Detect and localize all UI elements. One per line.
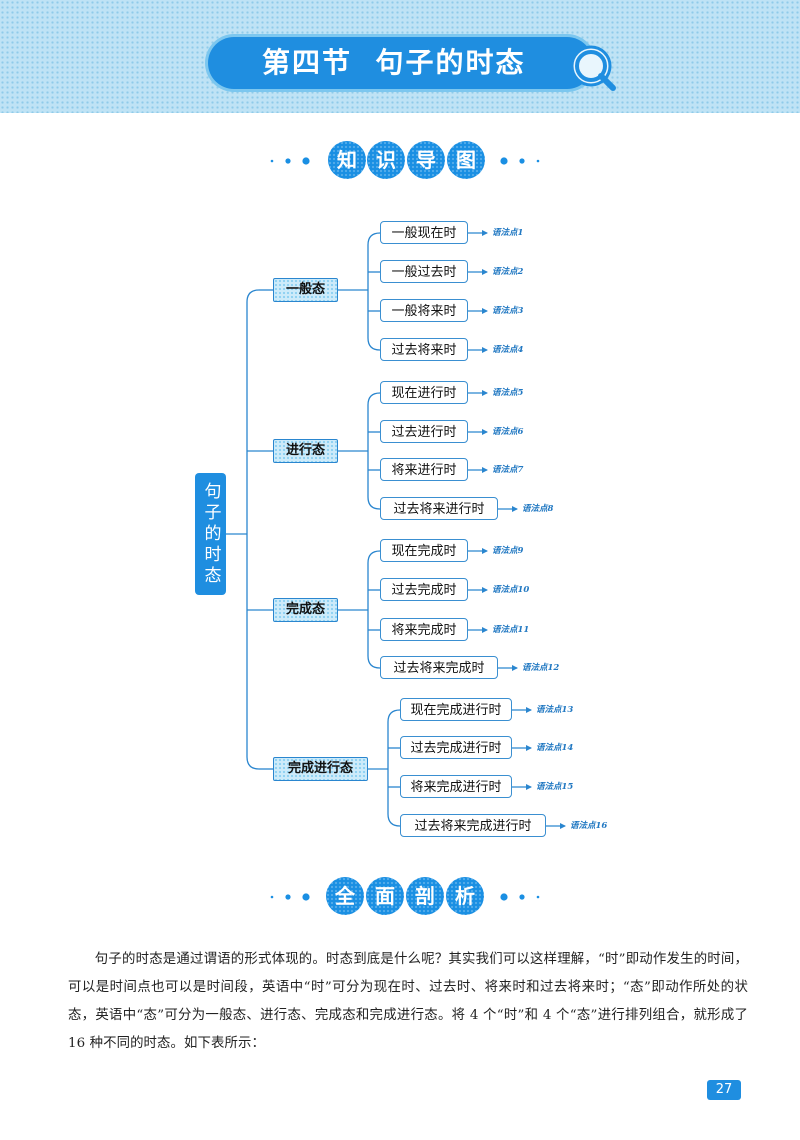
leaf-tense: 过去进行时 bbox=[380, 420, 468, 443]
leaf-tense: 一般过去时 bbox=[380, 260, 468, 283]
page-title: 第四节 句子的时态 bbox=[262, 46, 526, 79]
branch-progressive: 进行态 bbox=[273, 439, 338, 463]
grammar-point-ref: 语法点13 bbox=[536, 705, 574, 715]
decor-dots-left bbox=[270, 893, 310, 901]
leaf-tense: 过去完成进行时 bbox=[400, 736, 512, 759]
branch-general: 一般态 bbox=[273, 278, 338, 302]
leaf-tense: 现在进行时 bbox=[380, 381, 468, 404]
decor-dots-right bbox=[500, 893, 540, 901]
leaf-tense: 将来完成进行时 bbox=[400, 775, 512, 798]
heading-char: 导 bbox=[407, 141, 445, 179]
leaf-tense: 一般将来时 bbox=[380, 299, 468, 322]
grammar-point-ref: 语法点9 bbox=[492, 546, 524, 556]
leaf-tense: 过去将来进行时 bbox=[380, 497, 498, 520]
knowledge-map-heading: 知 识 导 图 bbox=[0, 141, 800, 181]
branch-perfect-progressive: 完成进行态 bbox=[273, 757, 368, 781]
leaf-tense: 过去完成时 bbox=[380, 578, 468, 601]
heading-char: 析 bbox=[446, 877, 484, 915]
leaf-tense: 过去将来时 bbox=[380, 338, 468, 361]
grammar-point-ref: 语法点8 bbox=[522, 504, 554, 514]
leaf-tense: 过去将来完成时 bbox=[380, 656, 498, 679]
analysis-heading: 全 面 剖 析 bbox=[0, 877, 800, 917]
grammar-point-ref: 语法点15 bbox=[536, 782, 574, 792]
page-number: 27 bbox=[707, 1080, 741, 1100]
leaf-tense: 现在完成进行时 bbox=[400, 698, 512, 721]
heading-char: 面 bbox=[366, 877, 404, 915]
heading-char: 剖 bbox=[406, 877, 444, 915]
mind-map-root: 句子的时态 bbox=[195, 473, 226, 595]
leaf-tense: 现在完成时 bbox=[380, 539, 468, 562]
grammar-point-ref: 语法点3 bbox=[492, 306, 524, 316]
grammar-point-ref: 语法点12 bbox=[522, 663, 560, 673]
analysis-paragraph: 句子的时态是通过谓语的形式体现的。时态到底是什么呢？其实我们可以这样理解，“时”… bbox=[68, 952, 748, 1052]
grammar-point-ref: 语法点4 bbox=[492, 345, 524, 355]
leaf-tense: 一般现在时 bbox=[380, 221, 468, 244]
leaf-tense: 将来完成时 bbox=[380, 618, 468, 641]
leaf-tense: 过去将来完成进行时 bbox=[400, 814, 546, 837]
grammar-point-ref: 语法点5 bbox=[492, 388, 524, 398]
leaf-tense: 将来进行时 bbox=[380, 458, 468, 481]
grammar-point-ref: 语法点1 bbox=[492, 228, 524, 238]
decor-dots-left bbox=[270, 157, 310, 165]
grammar-point-ref: 语法点2 bbox=[492, 267, 524, 277]
heading-char: 知 bbox=[328, 141, 366, 179]
grammar-point-ref: 语法点16 bbox=[570, 821, 608, 831]
grammar-point-ref: 语法点11 bbox=[492, 625, 530, 635]
mind-map-connectors bbox=[226, 230, 566, 829]
title-pill bbox=[208, 37, 593, 89]
grammar-point-ref: 语法点6 bbox=[492, 427, 524, 437]
grammar-point-ref: 语法点7 bbox=[492, 465, 524, 475]
decor-dots-right bbox=[500, 157, 540, 165]
grammar-point-ref: 语法点10 bbox=[492, 585, 530, 595]
heading-char: 图 bbox=[447, 141, 485, 179]
search-icon bbox=[570, 45, 616, 91]
branch-perfect: 完成态 bbox=[273, 598, 338, 622]
grammar-point-ref: 语法点14 bbox=[536, 743, 574, 753]
heading-char: 全 bbox=[326, 877, 364, 915]
heading-char: 识 bbox=[367, 141, 405, 179]
